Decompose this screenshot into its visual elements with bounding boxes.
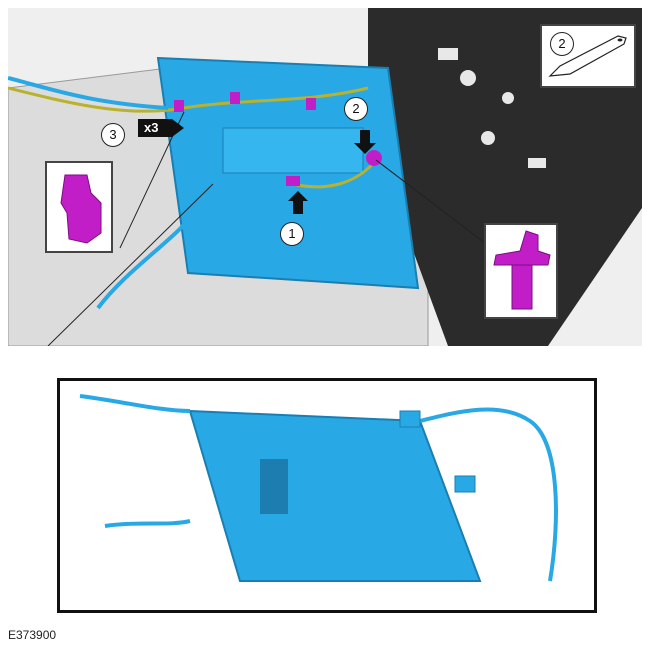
seat-assembly-illustration: x3 3 2 1 2 <box>8 8 642 346</box>
clip-detail-inset-left <box>45 161 113 253</box>
arrow-up-icon <box>288 191 308 214</box>
figure-id-label: E373900 <box>8 628 57 642</box>
clip-icon <box>60 174 102 244</box>
trim-tool-icon <box>548 35 627 77</box>
push-pin-clip-icon <box>493 230 551 310</box>
callout-2: 2 <box>344 97 368 121</box>
harness-detail-frame <box>57 378 597 613</box>
tool-inset: 2 <box>540 24 636 88</box>
callout-1: 1 <box>280 222 304 246</box>
seat-frame-drawing <box>8 8 642 346</box>
quantity-arrow: x3 <box>138 119 184 137</box>
quantity-label: x3 <box>144 120 159 135</box>
tool-callout-2: 2 <box>550 32 574 56</box>
harness-panel-detail <box>79 394 558 582</box>
arrow-down-icon <box>354 130 376 154</box>
callout-3: 3 <box>101 123 125 147</box>
clip-detail-inset-right <box>484 223 558 319</box>
